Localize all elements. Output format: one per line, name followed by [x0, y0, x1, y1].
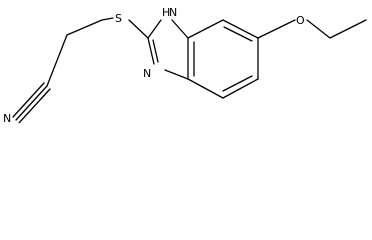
- chain-bond-1: [46, 34, 68, 87]
- oxygen-label: O: [296, 14, 305, 27]
- nitrile-n-label: N: [3, 112, 11, 123]
- benzene-ring: [187, 19, 259, 99]
- aryl-o-bond: [257, 19, 296, 39]
- chain-bond-2: [66, 19, 103, 36]
- nh-n-label: N: [169, 6, 177, 19]
- o-ch2-bond: [306, 19, 331, 39]
- ch2-ch3-bond: [329, 19, 367, 39]
- ring-n-label: N: [143, 67, 151, 80]
- nh-h-label: H: [162, 6, 170, 19]
- imidazole-ring: [147, 19, 189, 80]
- molecule-structure: N S H N N O: [3, 6, 367, 123]
- nitrile-triple-bond: [12, 82, 51, 123]
- s-to-c2-bond: [128, 19, 149, 39]
- chain-bond-3: [101, 17, 114, 21]
- sulfur-label: S: [115, 12, 122, 25]
